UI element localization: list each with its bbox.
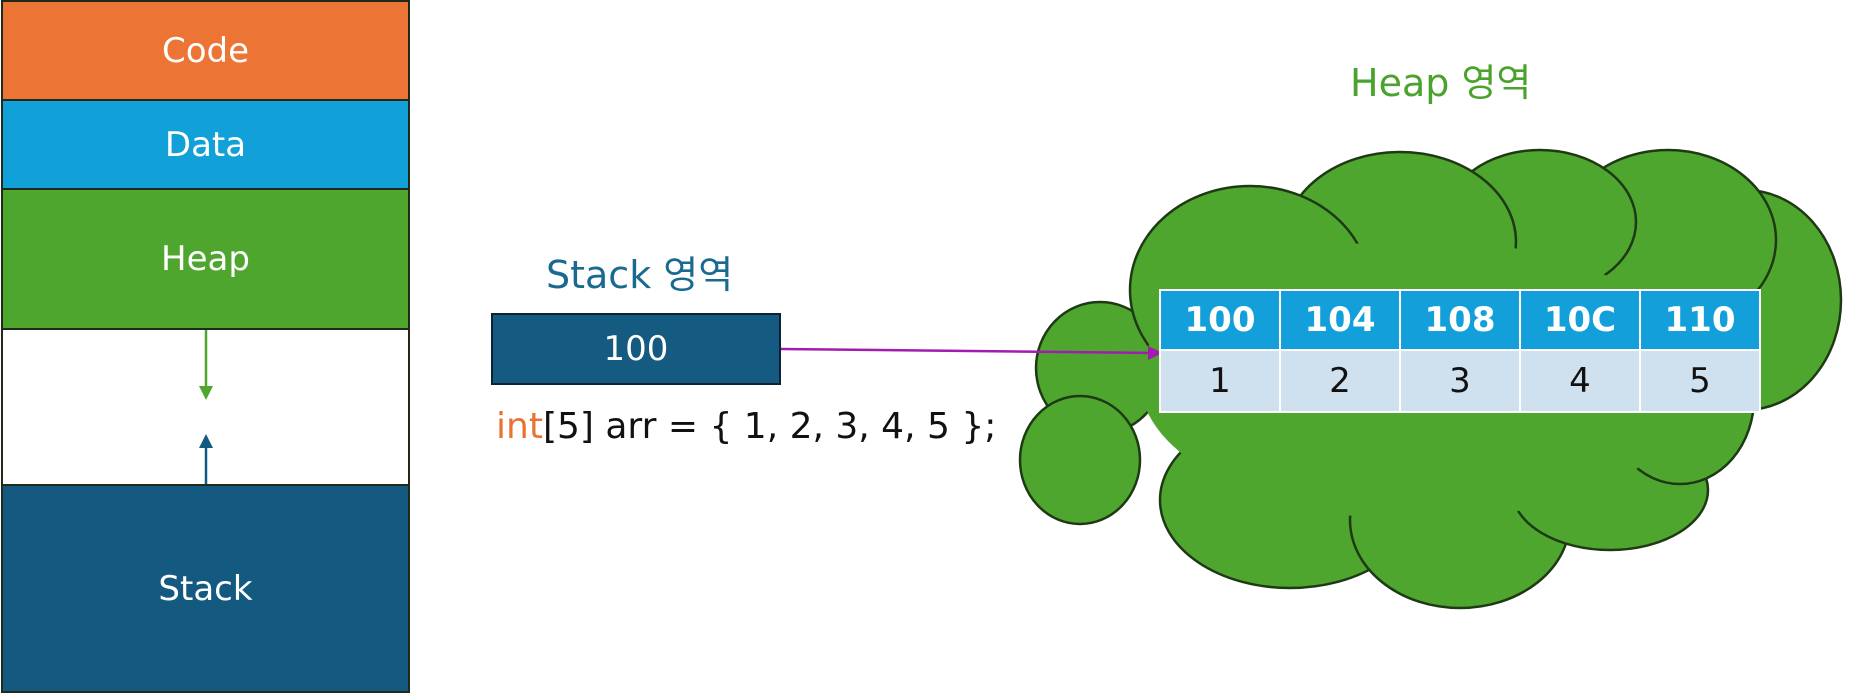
stack-variable-value: 100	[603, 329, 669, 369]
value-cell: 5	[1639, 349, 1761, 413]
stack-growth-arrow	[199, 434, 213, 484]
heap-region-title: Heap 영역	[1350, 61, 1532, 105]
value-cell: 3	[1399, 349, 1521, 413]
pointer-arrow	[780, 346, 1163, 360]
heap-growth-arrow	[199, 330, 213, 400]
value-cell: 1	[1159, 349, 1281, 413]
stack-variable-box: 100	[491, 313, 781, 385]
address-cell: 108	[1399, 289, 1521, 351]
memory-segment-data-label: Data	[164, 124, 247, 165]
memory-segment-heap: Heap	[1, 188, 410, 330]
value-row: 1 2 3 4 5	[1159, 349, 1761, 413]
memory-segment-code-label: Code	[161, 30, 250, 71]
memory-segment-stack-label: Stack	[158, 568, 253, 609]
address-row: 100 104 108 10C 110	[1159, 289, 1761, 351]
memory-segment-heap-label: Heap	[161, 239, 250, 279]
address-cell: 110	[1639, 289, 1761, 351]
value-cell: 4	[1519, 349, 1641, 413]
code-keyword: int	[496, 406, 543, 447]
code-declaration: int[5] arr = { 1, 2, 3, 4, 5 };	[496, 406, 996, 447]
heap-array-table: 100 104 108 10C 110 1 2 3 4 5	[1159, 289, 1761, 413]
code-rest: [5] arr = { 1, 2, 3, 4, 5 };	[542, 406, 997, 447]
memory-segment-stack: Stack	[1, 484, 410, 693]
memory-segment-code: Code	[1, 0, 410, 101]
address-cell: 104	[1279, 289, 1401, 351]
value-cell: 2	[1279, 349, 1401, 413]
address-cell: 100	[1159, 289, 1281, 351]
stack-region-title: Stack 영역	[546, 253, 734, 297]
address-cell: 10C	[1519, 289, 1641, 351]
